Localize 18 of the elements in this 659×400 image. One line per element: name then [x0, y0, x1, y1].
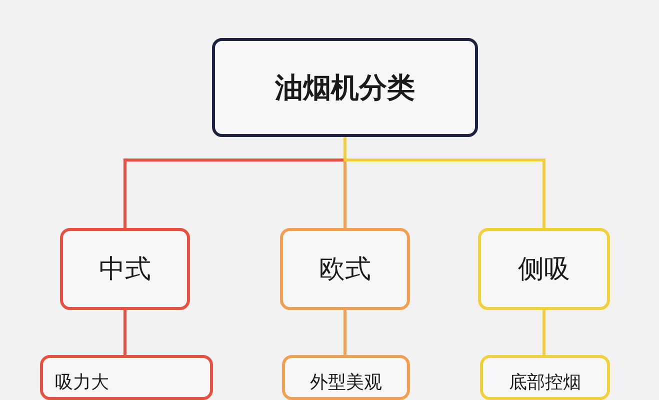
category-box — [478, 228, 610, 310]
node-label: 中式 — [99, 254, 151, 286]
node-label: 欧式 — [319, 254, 371, 286]
connector-line — [124, 310, 126, 355]
node-label: 外型美观 — [310, 371, 382, 394]
feature-box — [480, 355, 610, 400]
connector-line — [344, 310, 346, 355]
category-box — [60, 228, 190, 310]
connector-line — [344, 137, 546, 228]
feature-box — [282, 355, 410, 400]
node-label: 油烟机分类 — [275, 70, 415, 106]
node-label: 底部控烟 — [509, 371, 581, 394]
connector-line — [542, 310, 546, 355]
node-label: 侧吸 — [518, 254, 570, 286]
feature-box — [40, 355, 213, 400]
category-box — [280, 228, 410, 310]
node-label: 吸力大 — [55, 371, 109, 394]
root-box — [212, 38, 478, 137]
